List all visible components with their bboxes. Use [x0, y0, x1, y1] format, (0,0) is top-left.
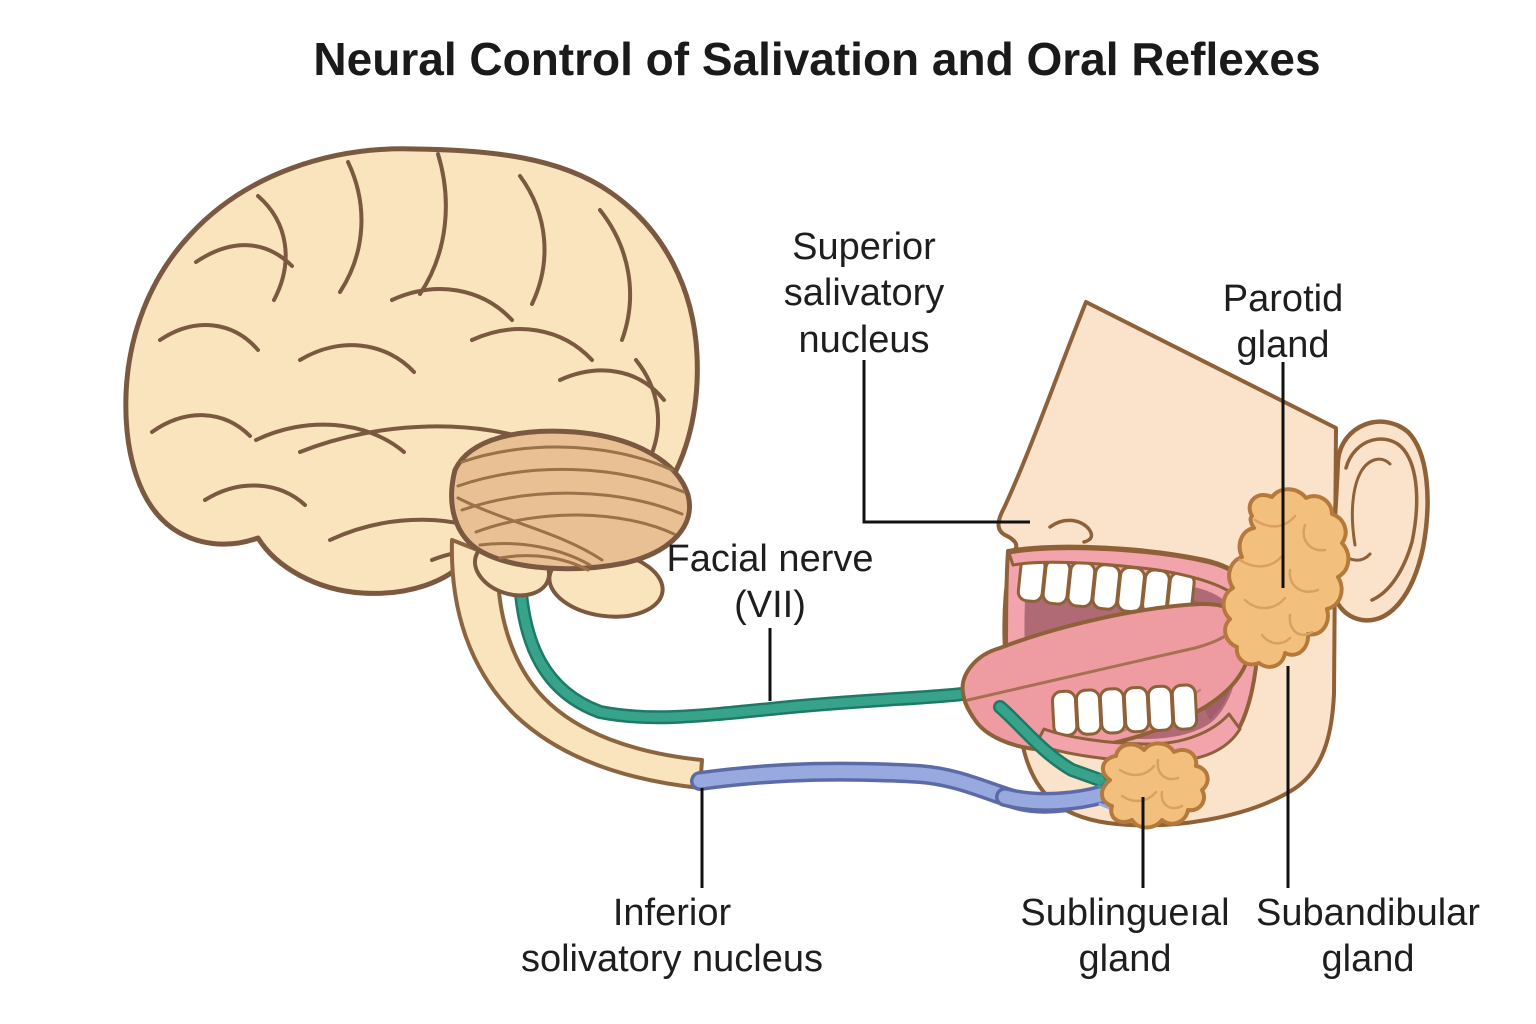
- label-parotid-gland: Parotid gland: [1222, 278, 1344, 367]
- page-title: Neural Control of Salivation and Oral Re…: [313, 33, 1321, 85]
- sublingual-lobules: [1118, 758, 1184, 810]
- cerebellum-striations: [456, 445, 686, 572]
- nerve-ends-over-jaw: [993, 700, 1124, 812]
- leader-lines: [700, 360, 1290, 888]
- label-sublingual-gland: Sublingueıal gland: [1020, 892, 1230, 981]
- ear: [1327, 419, 1430, 623]
- face-profile: [960, 300, 1430, 828]
- parotid-gland-shape: [1221, 487, 1351, 669]
- lower-teeth: [1050, 683, 1199, 737]
- sublingual-gland-shape: [1100, 741, 1210, 830]
- nostril-line: [1048, 518, 1094, 544]
- cerebellum: [449, 428, 692, 572]
- leader-superior-salivatory-nucleus: [862, 360, 1030, 524]
- label-inferior-salivatory-nucleus: Inferior solivatory nucleus: [520, 892, 824, 981]
- label-submandibular-gland: Subandibular gland: [1256, 892, 1480, 981]
- parotid-lobules: [1238, 514, 1327, 645]
- label-facial-nerve-vii: Facial nerve (VII): [666, 538, 874, 627]
- label-superior-salivatory-nucleus: Superior salivatory nucleus: [783, 226, 945, 361]
